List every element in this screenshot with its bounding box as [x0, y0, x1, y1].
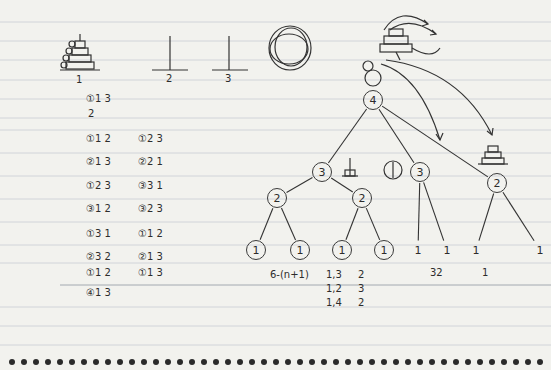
node-number: 1 [381, 245, 388, 256]
circled-count-node: 2 [267, 188, 287, 208]
move-step: ②1 3 [86, 157, 111, 167]
move-step: ①3 1 [86, 229, 111, 239]
node-number: 1 [415, 245, 422, 256]
circled-count-node: 2 [487, 173, 507, 193]
tree-branch [382, 106, 488, 177]
note-text: 2 [358, 298, 364, 308]
tree-branch [331, 178, 353, 192]
node-number: 2 [494, 178, 501, 189]
move-step: ②1 3 [138, 252, 163, 262]
move-step: ②2 1 [138, 157, 163, 167]
circled-count-node: 1 [290, 240, 310, 260]
tree-branch [260, 208, 273, 240]
peg-number: 1 [76, 75, 82, 85]
note-text: 2 [358, 270, 364, 280]
node-number: 1 [444, 245, 451, 256]
node-number: 4 [370, 95, 377, 106]
leaf-count: 1 [413, 243, 424, 258]
move-step: ③3 1 [138, 181, 163, 191]
move-step: ①1 3 [86, 94, 111, 104]
node-number: 2 [359, 193, 366, 204]
tree-branch [479, 193, 494, 240]
leaf-count: 1 [442, 243, 453, 258]
node-number: 1 [297, 245, 304, 256]
node-number: 3 [319, 167, 326, 178]
leaf-count: 1 [535, 243, 546, 258]
tree-branch [281, 208, 295, 240]
node-number: 1 [537, 245, 544, 256]
tree-branch [418, 183, 419, 241]
peg-number: 2 [166, 74, 172, 84]
move-step: ②3 2 [86, 252, 111, 262]
note-text: 6-(n+1) [270, 270, 309, 280]
tree-branch [503, 192, 534, 241]
note-text: 32 [430, 268, 443, 278]
note-text: 3 [358, 284, 364, 294]
circled-count-node: 3 [312, 162, 332, 182]
node-number: 1 [473, 245, 480, 256]
note-text: 1,2 [326, 284, 342, 294]
note-text: 1,3 [326, 270, 342, 280]
move-step: 2 [88, 109, 94, 119]
tree-branch [346, 208, 358, 239]
tree-branch [328, 109, 366, 163]
node-number: 1 [253, 245, 260, 256]
move-step: ①1 2 [86, 134, 111, 144]
tree-branch [379, 109, 414, 163]
circled-count-node: 3 [410, 162, 430, 182]
move-step: ①2 3 [86, 181, 111, 191]
leaf-count: 1 [471, 243, 482, 258]
move-step: ①2 3 [138, 134, 163, 144]
peg-number: 3 [225, 74, 231, 84]
node-number: 1 [339, 245, 346, 256]
circled-count-node: 1 [374, 240, 394, 260]
circled-count-node: 1 [246, 240, 266, 260]
move-step: ③2 3 [138, 204, 163, 214]
move-step: ①1 3 [138, 268, 163, 278]
tree-branch [424, 182, 444, 240]
move-step: ①1 2 [86, 268, 111, 278]
circled-count-node: 2 [352, 188, 372, 208]
note-text: 1,4 [326, 298, 342, 308]
circled-count-node: 4 [363, 90, 383, 110]
tree-branch [366, 208, 379, 240]
circled-count-node: 1 [332, 240, 352, 260]
move-step: ③1 2 [86, 204, 111, 214]
node-number: 3 [417, 167, 424, 178]
note-text: 1 [482, 268, 488, 278]
tree-branch [287, 178, 313, 193]
node-number: 2 [274, 193, 281, 204]
move-step: ①1 2 [138, 229, 163, 239]
move-step: ④1 3 [86, 288, 111, 298]
